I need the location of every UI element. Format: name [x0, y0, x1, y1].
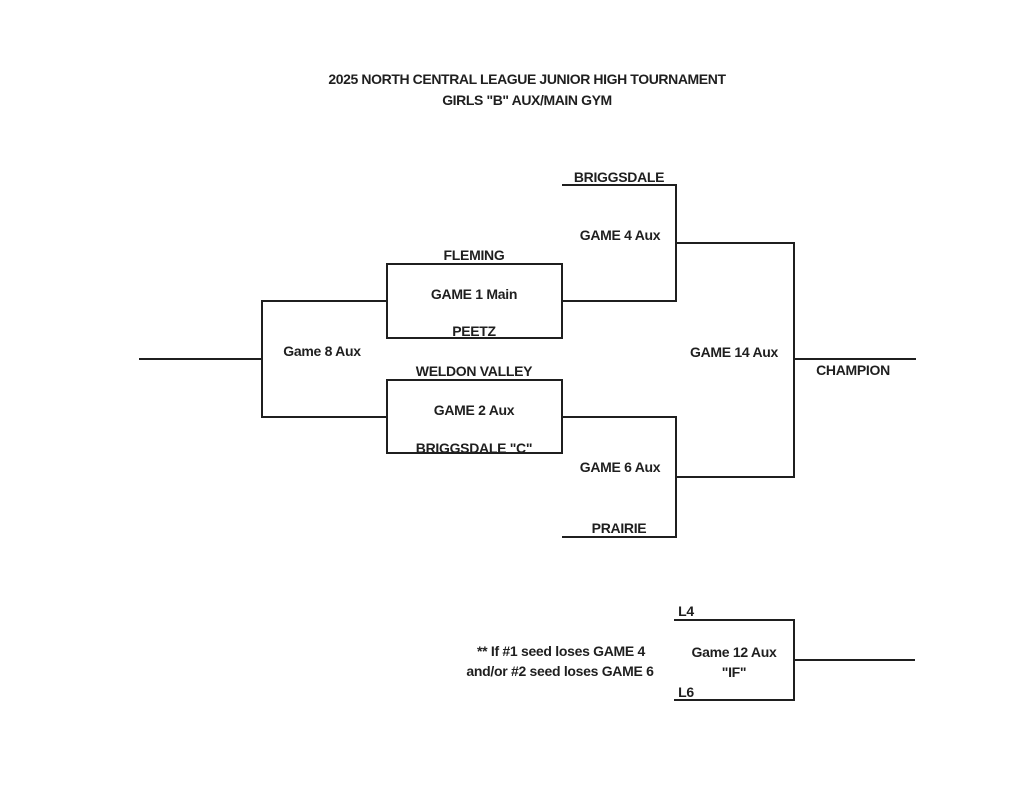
game1-label: GAME 1 Main: [430, 286, 518, 302]
briggsdale-seed-line: [562, 184, 677, 186]
game8-bottom-line: [262, 416, 388, 418]
game1-winner-line: [563, 300, 677, 302]
team-weldon-valley: WELDON VALLEY: [415, 363, 533, 379]
game12-if-sublabel: "IF": [721, 664, 747, 680]
game2-winner-line: [563, 416, 677, 418]
team-briggsdale: BRIGGSDALE: [573, 169, 665, 185]
team-peetz: PEETZ: [452, 323, 496, 339]
champion-label: CHAMPION: [816, 362, 890, 378]
game6-label: GAME 6 Aux: [579, 459, 661, 475]
l4-seed-label: L4: [678, 603, 694, 619]
game14-label: GAME 14 Aux: [690, 344, 778, 360]
page-title: 2025 NORTH CENTRAL LEAGUE JUNIOR HIGH TO…: [328, 71, 726, 87]
page-subtitle: GIRLS "B" AUX/MAIN GYM: [442, 92, 612, 108]
game8-top-line: [262, 300, 388, 302]
team-briggsdale-c: BRIGGSDALE "C": [415, 440, 533, 456]
l6-seed-line: [674, 699, 795, 701]
l6-seed-label: L6: [678, 684, 694, 700]
game2-label: GAME 2 Aux: [433, 402, 515, 418]
note-line2: and/or #2 seed loses GAME 6: [466, 663, 654, 679]
team-prairie: PRAIRIE: [591, 520, 647, 536]
game8-winner-line: [139, 358, 263, 360]
game12-winner-line: [794, 659, 915, 661]
game6-winner-line: [675, 476, 795, 478]
game4-label: GAME 4 Aux: [579, 227, 661, 243]
game12-label: Game 12 Aux: [691, 644, 777, 660]
game8-label: Game 8 Aux: [283, 343, 361, 359]
prairie-seed-line: [562, 536, 677, 538]
team-fleming: FLEMING: [443, 247, 505, 263]
l4-seed-line: [674, 619, 795, 621]
game2-box: [386, 379, 563, 454]
game14-join-vertical: [793, 242, 795, 478]
note-line1: ** If #1 seed loses GAME 4: [476, 643, 646, 659]
champion-line: [794, 358, 916, 360]
game4-winner-line: [675, 242, 795, 244]
